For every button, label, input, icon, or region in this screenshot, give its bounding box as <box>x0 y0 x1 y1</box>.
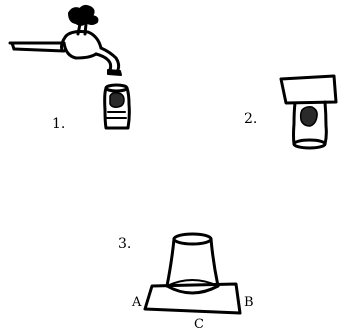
step-2-label: 2. <box>244 111 257 127</box>
point-b-label: B <box>244 295 254 310</box>
step-2-figure: 2. <box>244 76 336 148</box>
point-a-label: A <box>131 295 142 310</box>
step-1-label: 1. <box>52 116 65 132</box>
inverted-cup-icon <box>294 102 327 148</box>
step-3-label: 3. <box>118 236 131 252</box>
card-icon <box>145 284 240 313</box>
faucet-icon <box>10 6 121 75</box>
step-1-figure: 1. <box>10 6 129 132</box>
cup-icon <box>105 85 130 128</box>
step-3-figure: 3. A B C <box>118 234 254 332</box>
card-icon <box>281 76 336 103</box>
point-c-label: C <box>194 317 204 332</box>
